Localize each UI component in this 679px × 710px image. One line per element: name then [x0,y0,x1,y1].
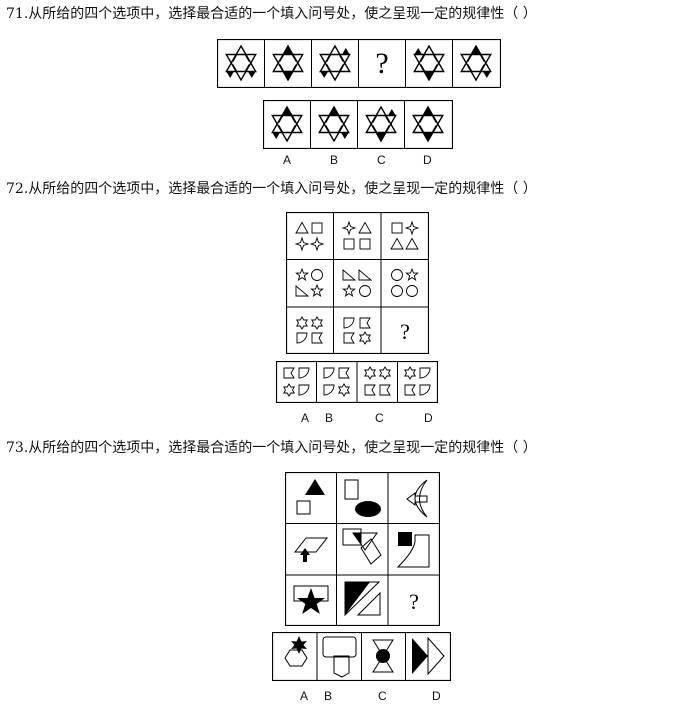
question-73-option-b-label: B [324,689,333,703]
question-71-options-figure [263,100,453,149]
question-72-question-mark: ? [400,319,410,344]
question-71-option-a-label: A [283,153,292,167]
question-73-options-figure [272,632,451,681]
question-72-option-c-label: C [375,411,384,425]
question-72-stem: 72.从所给的四个选项中，选择最合适的一个填入问号处，使之呈现一定的规律性（ ） [6,181,537,197]
question-72-grid-figure: ? [286,212,429,354]
question-73-grid-figure: ? [285,472,440,626]
question-71-option-d-label: D [423,153,432,167]
question-73-option-d-label: D [432,689,441,703]
question-73-question-mark: ? [409,589,419,614]
question-71-option-c-label: C [377,153,386,167]
question-73-option-c-label: C [378,689,387,703]
question-72-option-a-label: A [301,411,310,425]
question-72-option-b-label: B [325,411,334,425]
question-72-options-figure [276,361,438,403]
question-72-option-d-label: D [424,411,433,425]
question-71-question-mark: ? [375,47,388,80]
question-73-option-a-label: A [300,689,309,703]
question-71-option-b-label: B [330,153,339,167]
question-73-stem: 73.从所给的四个选项中，选择最合适的一个填入问号处，使之呈现一定的规律性（ ） [6,440,537,456]
question-71-sequence-figure: ? [217,39,501,88]
question-71-stem: 71.从所给的四个选项中，选择最合适的一个填入问号处，使之呈现一定的规律性（ ） [6,6,537,22]
